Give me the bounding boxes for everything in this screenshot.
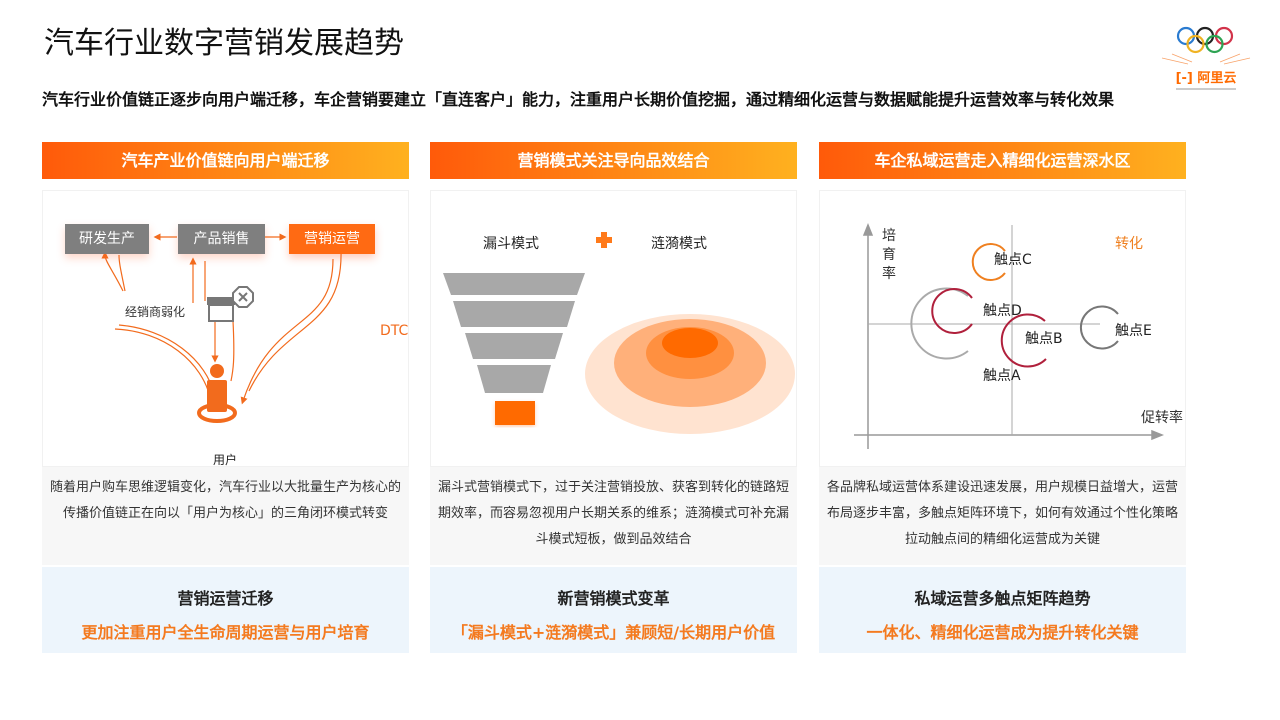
user-label: 用户	[213, 453, 238, 467]
summary-title: 营销运营迁移	[177, 589, 274, 608]
column-description: 漏斗式营销模式下，过于关注营销投放、获客到转化的链路短期效率，而容易忽视用户长期…	[430, 467, 797, 565]
column-summary: 新营销模式变革 「漏斗模式+涟漪模式」兼顾短/长期用户价值	[430, 567, 797, 653]
touchpoint-d-label: 触点D	[983, 303, 1022, 319]
funnel-mode-label: 漏斗模式	[483, 236, 539, 252]
column-private-domain: 车企私域运营走入精细化运营深水区 培育率 促转率 转化 触点A 触点B 触点C …	[819, 142, 1186, 653]
summary-title: 私域运营多触点矩阵趋势	[914, 589, 1091, 608]
dtc-label: DTC	[380, 323, 409, 339]
box-marketing-ops: 营销运营	[289, 224, 375, 254]
x-axis-label: 促转率	[1141, 410, 1183, 426]
ripple-icon	[585, 314, 795, 434]
touchpoint-matrix-graphic	[854, 222, 1165, 449]
touchpoint-a-ring	[910, 287, 969, 360]
column-description: 各品牌私域运营体系建设迅速发展，用户规模日益增大，运营布局逐步丰富，多触点矩阵环…	[819, 467, 1186, 565]
touchpoint-b-ring	[1000, 313, 1047, 368]
summary-subtitle: 「漏斗模式+涟漪模式」兼顾短/长期用户价值	[451, 623, 776, 642]
dealer-weakened-label: 经销商弱化	[125, 305, 186, 319]
aliyun-olympic-logo: [-] 阿里云	[1161, 26, 1251, 90]
y-axis-label: 培育率	[882, 228, 896, 282]
box-product-sales: 产品销售	[178, 224, 265, 254]
box-rd-production: 研发生产	[65, 224, 149, 254]
ripple-mode-label: 涟漪模式	[651, 236, 707, 252]
value-chain-arrows	[101, 233, 342, 423]
touchpoint-c-ring	[971, 243, 1006, 281]
touchpoint-d-ring	[931, 288, 973, 334]
funnel-icon	[443, 273, 585, 425]
column-summary: 私域运营多触点矩阵趋势 一体化、精细化运营成为提升转化关键	[819, 567, 1186, 653]
page-subtitle: 汽车行业价值链正逐步向用户端迁移，车企营销要建立「直连客户」能力，注重用户长期价…	[42, 90, 1115, 109]
touchpoint-a-label: 触点A	[983, 368, 1021, 384]
touchpoint-c-label: 触点C	[994, 252, 1032, 268]
svg-text:[-] 阿里云: [-] 阿里云	[1176, 71, 1237, 86]
summary-title: 新营销模式变革	[557, 589, 670, 608]
store-closed-icon	[207, 286, 254, 322]
funnel-ripple-graphic	[443, 232, 795, 434]
summary-subtitle: 更加注重用户全生命周期运营与用户培育	[81, 623, 370, 642]
user-icon	[197, 364, 237, 423]
column-description: 随着用户购车思维逻辑变化，汽车行业以大批量生产为核心的传播价值链正在向以「用户为…	[42, 467, 409, 565]
conversion-quadrant-label: 转化	[1115, 236, 1143, 252]
funnel-ripple-diagram: 漏斗模式 涟漪模式	[430, 190, 797, 467]
column-header: 车企私域运营走入精细化运营深水区	[819, 142, 1186, 179]
touchpoint-b-label: 触点B	[1025, 331, 1063, 347]
plus-icon	[596, 232, 612, 248]
touchpoint-e-label: 触点E	[1115, 323, 1152, 339]
touchpoint-e-ring	[1080, 305, 1119, 350]
column-header: 汽车产业价值链向用户端迁移	[42, 142, 409, 179]
summary-subtitle: 一体化、精细化运营成为提升转化关键	[866, 623, 1139, 642]
page-title: 汽车行业数字营销发展趋势	[44, 26, 404, 61]
column-value-chain: 汽车产业价值链向用户端迁移 研发生产 产品销售 营销运营 经销商弱化 DTC 用…	[42, 142, 409, 653]
column-header: 营销模式关注导向品效结合	[430, 142, 797, 179]
column-summary: 营销运营迁移 更加注重用户全生命周期运营与用户培育	[42, 567, 409, 653]
touchpoint-matrix: 培育率 促转率 转化 触点A 触点B 触点C 触点D 触点E	[819, 190, 1186, 467]
value-chain-diagram: 研发生产 产品销售 营销运营 经销商弱化 DTC 用户	[42, 190, 409, 467]
column-marketing-mode: 营销模式关注导向品效结合 漏斗模式 涟漪模式 漏斗式营销模式下，过于关注营销投放…	[430, 142, 797, 653]
